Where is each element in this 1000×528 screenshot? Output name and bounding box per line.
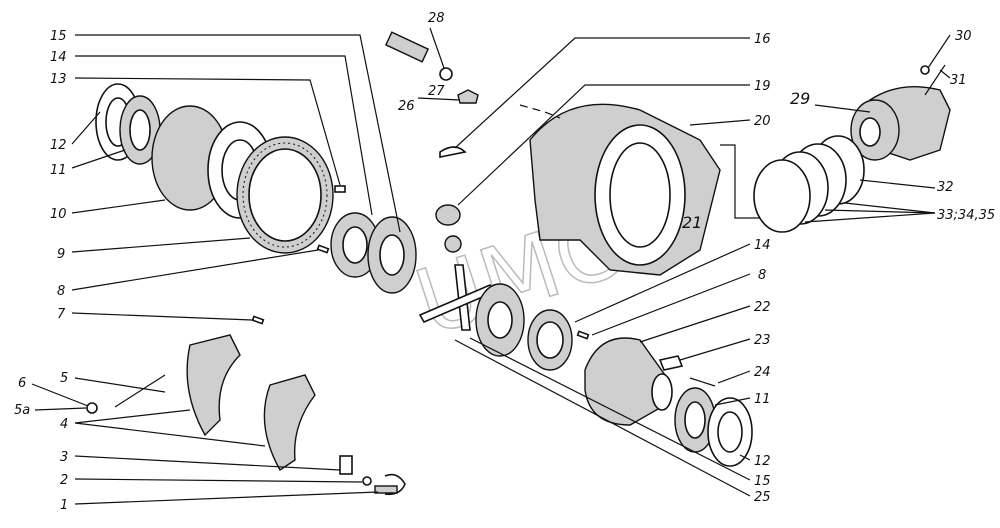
pin-8 [316,244,330,254]
label-14: 14 [50,50,67,65]
label-28: 28 [428,11,445,26]
label-11-right: 11 [754,392,771,407]
label-22: 22 [754,300,771,315]
label-6: 6 [18,376,26,391]
label-26: 26 [398,99,415,114]
label-4: 4 [60,417,68,432]
label-8: 8 [57,284,65,299]
label-11: 11 [50,163,67,178]
label-13: 13 [50,72,67,87]
label-32: 32 [937,180,954,195]
label-27: 27 [428,84,445,99]
shim-35 [753,159,811,233]
label-9: 9 [57,247,65,262]
label-19: 19 [754,79,771,94]
label-31: 31 [950,73,967,88]
label-7: 7 [57,307,66,322]
breather-28 [384,31,430,63]
pin-7 [251,315,265,325]
bearing-cap-2 [263,374,316,472]
bolt-24 [689,377,716,387]
label-15-right: 15 [754,474,771,489]
label-8-right: 8 [758,268,766,283]
label-10: 10 [50,207,67,222]
label-29: 29 [790,89,810,108]
label-20: 20 [754,114,771,129]
pinion-gear [435,204,461,226]
bearing-cap-1 [186,334,241,437]
lock-plate-23 [658,355,684,371]
nut-5a [86,402,98,414]
label-21: 21 [682,213,702,232]
lock-plate-3 [339,455,353,475]
label-2: 2 [60,473,68,488]
label-24: 24 [754,365,771,380]
label-25: 25 [754,490,771,505]
nut-26 [457,89,479,104]
pin-8-right [576,330,590,340]
label-33-34-35: 33;34,35 [937,208,995,223]
washer-2 [362,476,372,486]
label-16: 16 [754,32,771,47]
label-30: 30 [955,29,972,44]
pin-13 [334,185,346,193]
label-1: 1 [60,498,68,513]
parts [86,31,951,496]
label-5: 5 [60,371,68,386]
label-23: 23 [754,333,771,348]
label-5a: 5a [14,403,30,418]
leader-lines [31,27,951,505]
part-labels: 15 14 13 12 11 10 9 8 7 6 5 5a 4 3 2 1 2… [14,11,995,513]
label-14-right: 14 [754,238,771,253]
label-15: 15 [50,29,67,44]
stud-5 [114,374,166,408]
plate-16 [439,146,467,158]
bolt-1 [374,485,398,494]
cap-27 [439,67,453,81]
washer-30 [920,65,930,75]
label-12: 12 [50,138,67,153]
label-3: 3 [60,450,68,465]
bolt-31 [924,64,946,96]
label-12-right: 12 [754,454,771,469]
